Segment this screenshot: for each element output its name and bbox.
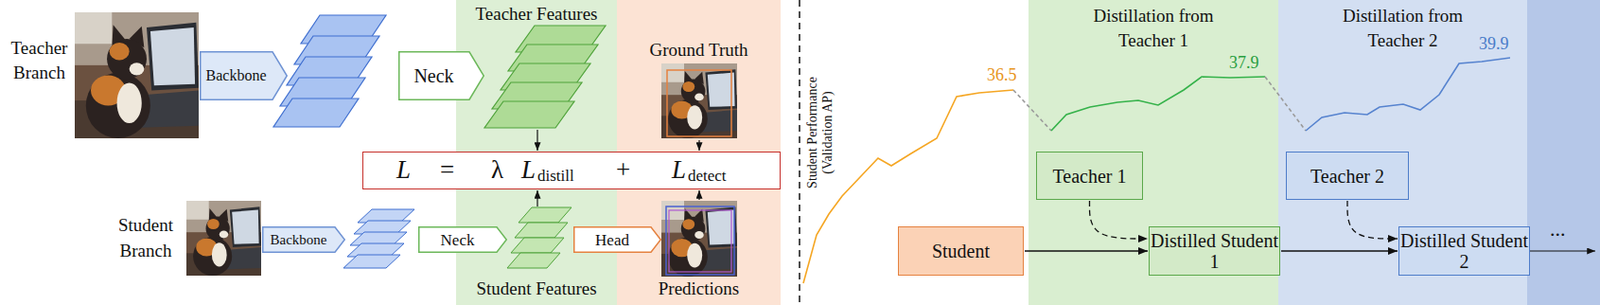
loss-equation: L=λLdistill+Ldetect (362, 151, 781, 190)
block-label: Backbone (270, 231, 328, 248)
progression-arrow (1024, 249, 1148, 251)
branch-label: Student Branch (106, 211, 185, 264)
ellipsis-label: ... (1549, 217, 1566, 241)
band-title: Ground Truth (650, 39, 749, 61)
student-backbone-features (343, 209, 415, 268)
block-label: Student (931, 240, 990, 262)
neck-block: Neck (398, 51, 485, 101)
band-title: Student Features (475, 278, 597, 299)
model-box: Student (897, 226, 1024, 276)
block-label: Distilled Student 1 (1149, 229, 1280, 272)
band-title: Distillation from Teacher 1 (1068, 3, 1239, 53)
continuation-arrow (1524, 249, 1596, 251)
model-box: Distilled Student 1 (1148, 226, 1281, 276)
pentagon-outline (419, 227, 508, 253)
pentagon-outline (574, 227, 662, 253)
head-block: Head (573, 226, 662, 253)
distillation-arrow (1090, 200, 1149, 239)
value-label: 39.9 (1478, 33, 1510, 54)
distillation-arrow (1347, 200, 1398, 239)
equation-term: distill (537, 166, 575, 186)
student-input-image (186, 200, 262, 276)
teacher-input-image (74, 12, 199, 139)
equation-term: + (615, 153, 631, 186)
axis-label: Student Performance (Validation AP) (805, 61, 836, 204)
band-title: Predictions (658, 278, 740, 299)
backbone-block: Backbone (262, 226, 346, 253)
loss-input-arrows (537, 129, 700, 207)
divider (798, 0, 801, 305)
equation-term: = (439, 153, 455, 186)
equation-term: λ (491, 153, 504, 186)
backbone-block: Backbone (199, 51, 288, 101)
student-neck-features (507, 207, 572, 268)
teacher-box: Teacher 1 (1036, 151, 1143, 200)
ground-truth-image (661, 63, 738, 139)
equation-term: L (671, 153, 686, 186)
equation-term: L (396, 153, 411, 186)
model-box: Distilled Student 2 (1398, 226, 1530, 276)
block-label: Head (595, 230, 630, 249)
block-label: Teacher 1 (1053, 165, 1127, 187)
teacher-backbone-features (273, 15, 387, 127)
value-label: 37.9 (1229, 52, 1260, 73)
band-title: Teacher Features (475, 3, 598, 25)
block-label: Teacher 2 (1310, 165, 1385, 187)
value-label: 36.5 (986, 64, 1018, 86)
teacher-neck-features (484, 25, 606, 128)
prediction-image (661, 200, 738, 277)
next-stage-band (1527, 0, 1600, 305)
block-label: Neck (440, 230, 475, 249)
block-label: Neck (413, 65, 454, 87)
band-title: Distillation from Teacher 2 (1318, 3, 1489, 53)
pentagon-outline (200, 52, 288, 101)
pentagon-outline (263, 227, 346, 253)
teacher-box: Teacher 2 (1285, 151, 1409, 200)
block-label: Distilled Student 2 (1399, 229, 1530, 272)
pentagon-outline (399, 52, 485, 101)
neck-block: Neck (418, 226, 508, 253)
equation-term: L (521, 153, 536, 186)
progression-arrow (1281, 249, 1398, 251)
equation-term: detect (687, 166, 727, 186)
stage-band: Distillation from Teacher 1 Teacher 1 Dist… (1028, 0, 1279, 305)
branch-label: Teacher Branch (3, 35, 75, 86)
block-label: Backbone (206, 67, 267, 85)
